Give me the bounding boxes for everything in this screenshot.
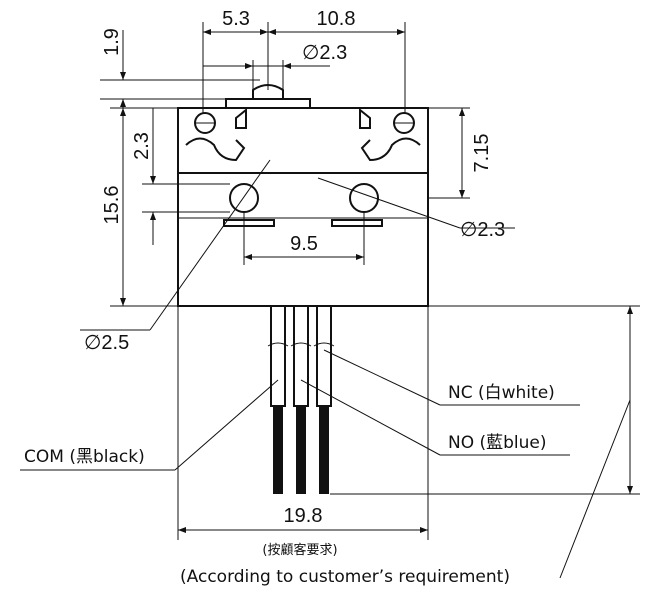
dim-hole-dia-top: ∅2.3 (302, 42, 347, 64)
wire-sleeve-com (270, 305, 286, 407)
dimension-lines (20, 22, 640, 579)
terminal-slot-left (223, 219, 275, 227)
dim-height-15-6: 15.6 (101, 186, 123, 225)
wire-sleeve-nc (316, 305, 332, 407)
wire-break-marks (267, 342, 335, 347)
dim-right-width: 10.8 (317, 8, 356, 30)
dim-width-19-8: 19.8 (284, 505, 323, 527)
switch-body (177, 84, 429, 307)
wire-lead-nc (319, 406, 329, 494)
cam-right (360, 137, 421, 162)
dim-hole-dia-left: ∅2.5 (84, 332, 129, 354)
actuator-base (225, 98, 311, 109)
dim-hole-dia-right: ∅2.3 (460, 219, 505, 241)
latch-left (235, 107, 247, 129)
label-no: NO (藍blue) (448, 433, 547, 453)
dim-left-width: 5.3 (222, 8, 250, 30)
terminal-slot-right (331, 219, 383, 227)
cam-left (185, 137, 246, 162)
dim-spacing-9-5: 9.5 (290, 233, 318, 255)
latch-right (359, 107, 371, 129)
wire-labels: NC (白white) NO (藍blue) COM (黑black) (按顧客… (24, 383, 555, 587)
note-english: (According to customer’s requirement) (180, 567, 510, 587)
label-nc: NC (白white) (448, 383, 555, 403)
mount-hole-lower-left (229, 183, 259, 213)
label-com: COM (黑black) (24, 447, 145, 467)
dim-top-offset: 1.9 (101, 28, 123, 56)
wire-lead-no (296, 406, 306, 494)
wire-sleeve-no (293, 305, 309, 407)
wire-lead-com (273, 406, 283, 494)
note-chinese: (按顧客要求) (262, 542, 337, 558)
dim-right-7-15: 7.15 (471, 134, 493, 173)
dim-side-2-3: 2.3 (131, 132, 153, 160)
wires (267, 305, 335, 494)
dimension-text: 1.9 5.3 10.8 ∅2.3 2.3 7.15 15.6 9.5 ∅2.3… (84, 8, 505, 527)
